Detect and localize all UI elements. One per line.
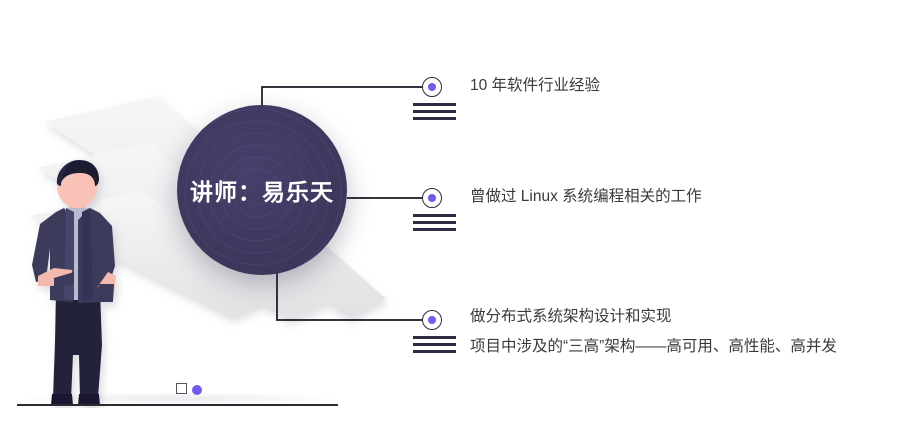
instructor-hub-circle — [177, 105, 347, 275]
standing-person-illustration — [32, 160, 116, 405]
marker-bars-icon — [413, 214, 456, 231]
concentric-rings-icon — [177, 108, 342, 275]
item-line-1: 曾做过 Linux 系统编程相关的工作 — [470, 188, 702, 205]
marker-dot-icon — [428, 83, 436, 91]
marker-bars-icon — [413, 336, 456, 353]
item-line-1: 做分布式系统架构设计和实现 — [470, 308, 672, 325]
marker-bars-icon — [413, 103, 456, 120]
marker-dot-icon — [428, 316, 436, 324]
item-line-2: 项目中涉及的“三高”架构——高可用、高性能、高并发 — [470, 338, 837, 355]
purple-dot-glyph — [192, 385, 202, 395]
item-line-1: 10 年软件行业经验 — [470, 77, 601, 94]
marker-dot-icon — [428, 194, 436, 202]
item-text-1: 10 年软件行业经验 — [470, 71, 600, 101]
item-text-3: 做分布式系统架构设计和实现 项目中涉及的“三高”架构——高可用、高性能、高并发 — [470, 302, 837, 362]
ground-baseline — [17, 404, 338, 406]
square-outline-glyph — [176, 383, 187, 394]
item-text-2: 曾做过 Linux 系统编程相关的工作 — [470, 182, 702, 212]
